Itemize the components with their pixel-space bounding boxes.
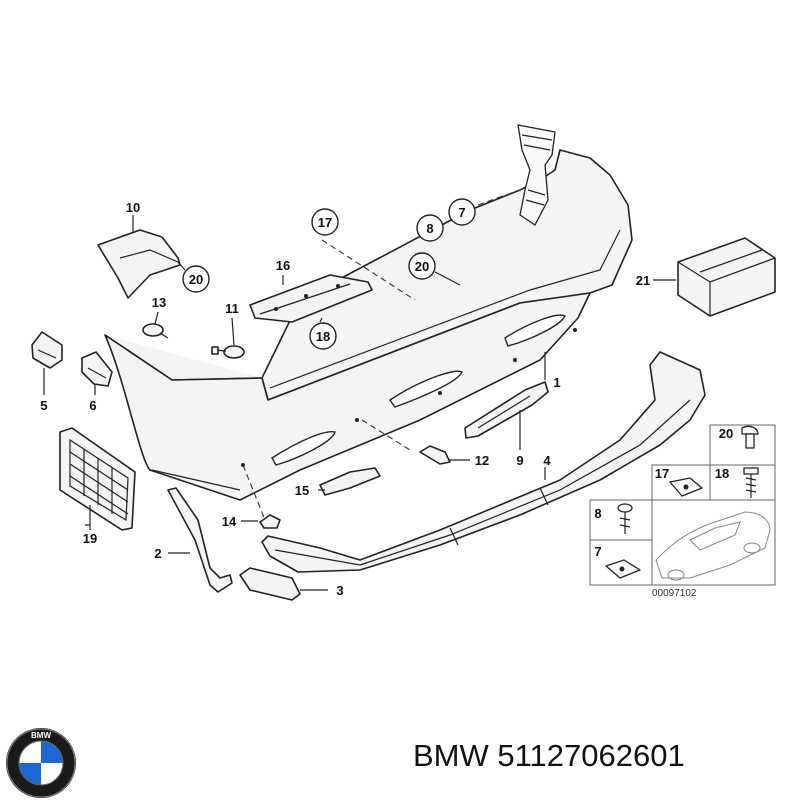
inset-label-8: 8 xyxy=(594,506,601,521)
leader-lines xyxy=(43,215,676,591)
callout-1-text: 1 xyxy=(553,375,560,390)
inset-label-17: 17 xyxy=(655,466,669,481)
part-4-spoiler xyxy=(261,351,706,573)
inset-bolt-8 xyxy=(617,503,633,534)
callout-20-b: 20 xyxy=(408,252,436,280)
part-5-clip xyxy=(31,331,63,369)
callout-16: 16 xyxy=(276,258,290,273)
bmw-logo-text: BMW xyxy=(31,731,51,740)
callout-12-text: 12 xyxy=(475,453,489,468)
part-14-part xyxy=(259,514,281,529)
bumper-cover xyxy=(104,149,633,501)
callout-15-text: 15 xyxy=(295,483,309,498)
part-21-box xyxy=(677,237,776,317)
callout-3: 3 xyxy=(336,583,343,598)
part-15-part xyxy=(319,467,381,496)
drawing-code: 00097102 xyxy=(652,588,697,599)
callout-4: 4 xyxy=(543,453,551,468)
part-6-clip xyxy=(81,351,113,387)
callout-17-text: 17 xyxy=(318,215,332,230)
callout-16-text: 16 xyxy=(276,258,290,273)
part-9-trim xyxy=(464,381,549,439)
callout-12: 12 xyxy=(475,453,489,468)
callout-9: 9 xyxy=(516,453,523,468)
callout-15: 15 xyxy=(295,483,309,498)
callout-20-a-text: 20 xyxy=(189,272,203,287)
callout-4-text: 4 xyxy=(543,453,551,468)
callout-14: 14 xyxy=(222,514,237,529)
callout-20-a: 20 xyxy=(182,265,210,293)
callout-14-text: 14 xyxy=(222,514,237,529)
inset-label-20: 20 xyxy=(719,426,733,441)
part-12-part xyxy=(419,445,451,465)
inset-nut-17 xyxy=(669,477,703,497)
callout-19-text: 19 xyxy=(83,531,97,546)
callout-5: 5 xyxy=(40,398,47,413)
part-13-sensor xyxy=(142,323,169,339)
inset-car-icon xyxy=(655,511,771,581)
leader-7-dash xyxy=(477,187,526,206)
callout-8-text: 8 xyxy=(426,221,433,236)
part-11-sensor xyxy=(211,345,245,359)
inset-label-7: 7 xyxy=(594,544,601,559)
callout-2-text: 2 xyxy=(154,546,161,561)
callout-7-text: 7 xyxy=(458,205,465,220)
callout-18-text: 18 xyxy=(316,329,330,344)
inset-panel: 20 17 18 8 7 xyxy=(589,424,776,599)
part-number-caption: BMW 51127062601 xyxy=(413,738,685,773)
callout-21-text: 21 xyxy=(636,273,650,288)
leader-17-dash xyxy=(321,239,416,301)
part-16-plate xyxy=(249,274,373,323)
callout-3-text: 3 xyxy=(336,583,343,598)
callout-13-text: 13 xyxy=(152,295,166,310)
callout-9-text: 9 xyxy=(516,453,523,468)
callout-7: 7 xyxy=(448,198,476,226)
part-19-grille xyxy=(59,427,136,531)
callout-2: 2 xyxy=(154,546,161,561)
callout-6: 6 xyxy=(89,398,96,413)
inset-label-18: 18 xyxy=(715,466,729,481)
callout-10-text: 10 xyxy=(126,200,140,215)
callout-20-b-text: 20 xyxy=(415,259,429,274)
mounting-bracket xyxy=(517,124,556,226)
inset-clip-nut-7 xyxy=(605,559,641,579)
callout-11-text: 11 xyxy=(225,301,239,316)
callout-17: 17 xyxy=(311,208,339,236)
inset-screw-18 xyxy=(743,467,759,498)
bmw-logo-icon: BMW xyxy=(6,728,76,798)
callout-11: 11 xyxy=(225,301,239,316)
part-3-reflector xyxy=(239,567,301,601)
callout-1: 1 xyxy=(553,375,560,390)
inset-rivet-20 xyxy=(741,425,759,449)
part-2-trim xyxy=(167,487,233,593)
callout-6-text: 6 xyxy=(89,398,96,413)
callout-10: 10 xyxy=(126,200,140,215)
callout-21: 21 xyxy=(636,273,650,288)
callout-8: 8 xyxy=(416,214,444,242)
callout-13: 13 xyxy=(152,295,166,310)
part-10-shape xyxy=(97,229,181,299)
callout-18: 18 xyxy=(309,322,337,350)
callout-19: 19 xyxy=(83,531,97,546)
callout-5-text: 5 xyxy=(40,398,47,413)
